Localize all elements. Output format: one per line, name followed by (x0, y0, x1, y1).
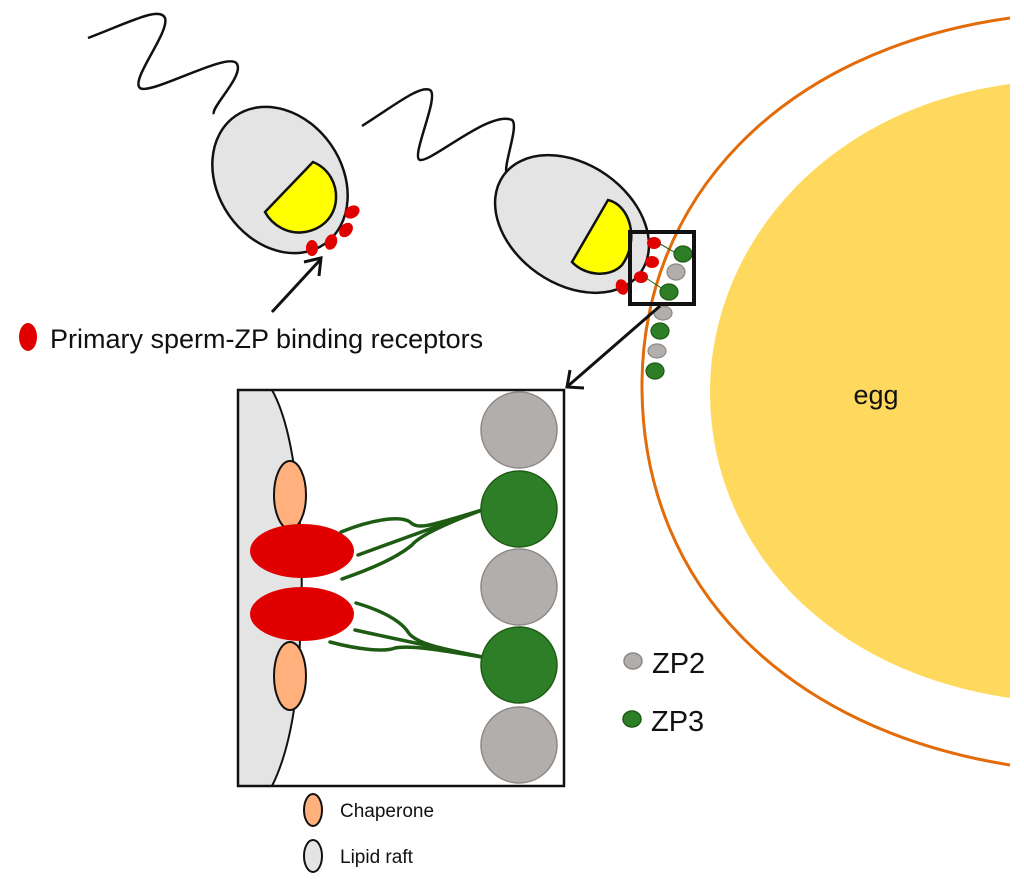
inset-magnified-view (236, 388, 566, 788)
zp2-protein (480, 706, 558, 784)
zp3-protein (480, 626, 558, 704)
zp2-protein (480, 548, 558, 626)
receptor (615, 279, 629, 295)
receptor (250, 524, 354, 578)
inset-frame (236, 388, 566, 788)
bound-sperm-head (493, 153, 651, 295)
zp3-legend-icon (622, 710, 642, 728)
receptor-legend: Primary sperm-ZP binding receptors (19, 323, 483, 354)
bound-sperm-receptors (615, 237, 661, 295)
lipid-raft-legend-label: Lipid raft (340, 847, 414, 868)
egg-label: egg (853, 380, 898, 410)
receptor (306, 240, 318, 256)
chaperone (273, 641, 307, 711)
receptor (339, 222, 353, 238)
free-sperm (87, 12, 360, 314)
zona-pellucida-outline (640, 16, 1011, 767)
receptor-legend-label: Primary sperm-ZP binding receptors (50, 324, 483, 354)
receptor (645, 256, 659, 268)
chaperone-legend-icon (303, 793, 323, 827)
chaperone-legend-label: Chaperone (340, 801, 434, 822)
egg-cytoplasm (710, 84, 1010, 698)
surface-zp-chain (645, 245, 693, 380)
bound-sperm-tail (361, 87, 516, 178)
component-legend: Chaperone Lipid raft (303, 793, 434, 873)
zp3-protein (645, 362, 665, 380)
arrow-to-receptors (270, 256, 323, 314)
free-sperm-tail (87, 12, 240, 115)
zoom-highlight-box (628, 230, 696, 306)
receptor (344, 205, 360, 219)
zp2-legend-icon (623, 652, 643, 670)
zp2-protein (666, 263, 686, 281)
zp3-protein (659, 283, 679, 301)
chaperone (273, 460, 307, 530)
zp-legend: ZP2 ZP3 (622, 648, 705, 738)
receptor (647, 237, 661, 249)
inset-tethers (328, 508, 484, 659)
zp3-legend-label: ZP3 (651, 706, 704, 738)
zp2-protein (480, 391, 558, 469)
zp3-protein (673, 245, 693, 263)
zp2-legend-label: ZP2 (652, 648, 705, 680)
egg-group: egg (640, 16, 1011, 767)
receptor (250, 587, 354, 641)
free-sperm-receptors (306, 205, 360, 256)
receptor-legend-icon (19, 323, 37, 351)
bound-sperm (361, 87, 696, 390)
receptor (634, 271, 648, 283)
zp3-protein (650, 322, 670, 340)
receptor (324, 234, 338, 250)
zp2-protein (647, 343, 667, 359)
inset-zp-chain (480, 391, 558, 784)
lipid-raft-legend-icon (303, 839, 323, 873)
arrow-to-inset (565, 304, 661, 390)
bound-sperm-acrosome (570, 198, 633, 275)
zp3-protein (480, 470, 558, 548)
free-sperm-acrosome (263, 160, 338, 234)
